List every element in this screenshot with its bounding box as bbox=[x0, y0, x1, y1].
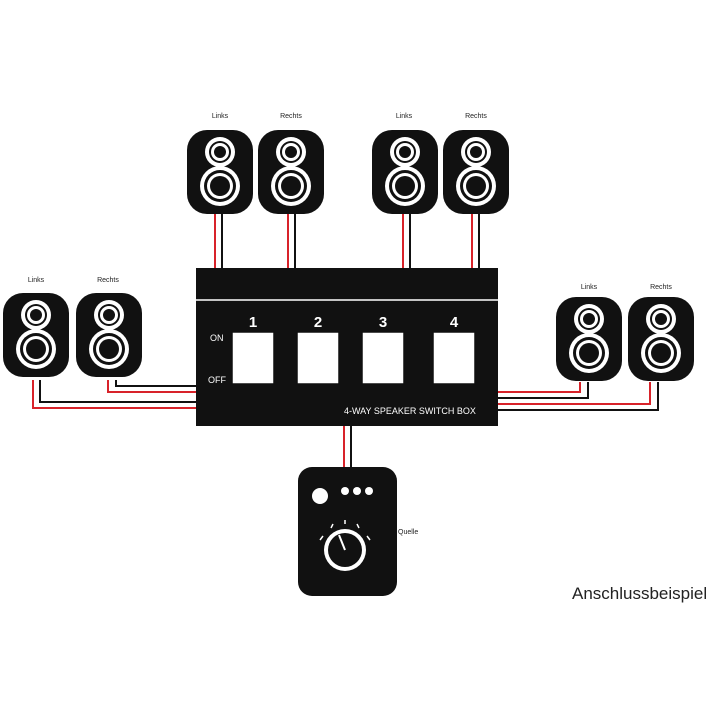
switch-box-title: 4-WAY SPEAKER SWITCH BOX bbox=[344, 406, 476, 416]
speaker-label-right: Rechts bbox=[465, 113, 487, 120]
speaker-left-left bbox=[3, 293, 69, 377]
switch-number-3: 3 bbox=[378, 314, 388, 331]
speaker-top-1-right bbox=[258, 130, 324, 214]
switch-box bbox=[196, 268, 498, 426]
speaker-label-right: Rechts bbox=[650, 284, 672, 291]
speaker-top-2-right bbox=[443, 130, 509, 214]
speaker-label-left: Links bbox=[27, 277, 45, 284]
switch-number-1: 1 bbox=[248, 314, 258, 331]
source-label: Quelle bbox=[398, 529, 419, 536]
speaker-label-right: Rechts bbox=[97, 277, 119, 284]
speaker-left-right bbox=[76, 293, 142, 377]
source-device bbox=[298, 467, 397, 596]
speaker-right-right bbox=[628, 297, 694, 381]
speaker-label-right: Rechts bbox=[280, 113, 302, 120]
wires-right bbox=[497, 382, 659, 411]
switch-number-2: 2 bbox=[313, 314, 323, 331]
speaker-top-1-left bbox=[187, 130, 253, 214]
wires-left bbox=[32, 380, 196, 409]
switch-2[interactable] bbox=[296, 331, 340, 385]
diagram-caption: Anschlussbeispiel bbox=[572, 584, 708, 603]
speaker-label-left: Links bbox=[211, 113, 229, 120]
speaker-label-left: Links bbox=[580, 284, 598, 291]
off-label: OFF bbox=[208, 375, 226, 385]
switch-3[interactable] bbox=[361, 331, 405, 385]
wires-source bbox=[343, 426, 352, 470]
switch-4[interactable] bbox=[432, 331, 476, 385]
switch-number-4: 4 bbox=[449, 314, 459, 331]
on-label: ON bbox=[210, 333, 224, 343]
volume-knob[interactable] bbox=[324, 529, 366, 571]
wires-top bbox=[214, 214, 480, 270]
speaker-label-left: Links bbox=[395, 113, 413, 120]
speaker-right-left bbox=[556, 297, 622, 381]
speaker-top-2-left bbox=[372, 130, 438, 214]
power-indicator bbox=[312, 488, 328, 504]
switch-1[interactable] bbox=[231, 331, 275, 385]
